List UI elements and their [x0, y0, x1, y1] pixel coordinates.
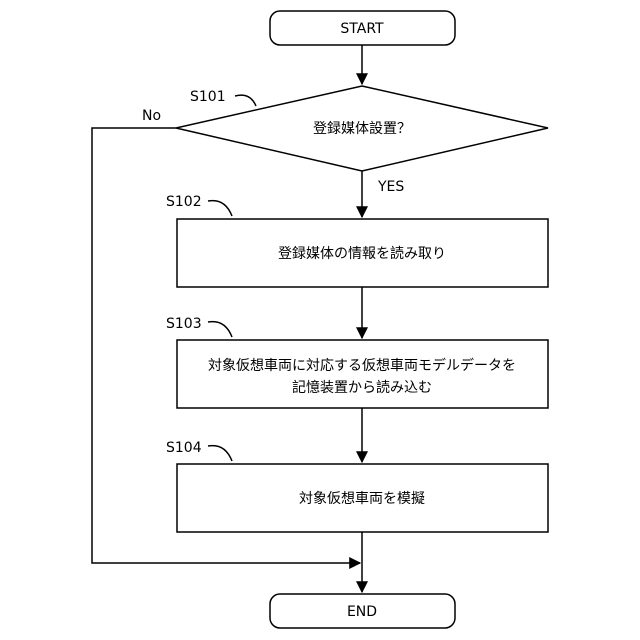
end-label: END — [347, 604, 377, 620]
decision-s101-text: 登録媒体設置？ — [313, 121, 411, 137]
branch-yes-label: YES — [377, 179, 404, 195]
process-s103-text-line1: 対象仮想車両に対応する仮想車両モデルデータを — [208, 357, 516, 374]
process-s102-text: 登録媒体の情報を読み取り — [278, 245, 446, 262]
process-s103 — [177, 340, 548, 408]
leader-s101 — [235, 95, 256, 106]
start-label: START — [340, 21, 384, 37]
leader-s103 — [208, 322, 232, 337]
process-s103-text-line2: 記憶装置から読み込む — [292, 379, 432, 396]
step-id-s104: S104 — [166, 440, 202, 456]
process-s104-text: 対象仮想車両を模擬 — [299, 490, 425, 507]
leader-s104 — [208, 446, 232, 461]
step-id-s103: S103 — [166, 316, 202, 332]
branch-no-label: No — [142, 108, 161, 124]
step-id-s101: S101 — [190, 89, 226, 105]
leader-s102 — [208, 201, 232, 216]
step-id-s102: S102 — [166, 194, 202, 210]
